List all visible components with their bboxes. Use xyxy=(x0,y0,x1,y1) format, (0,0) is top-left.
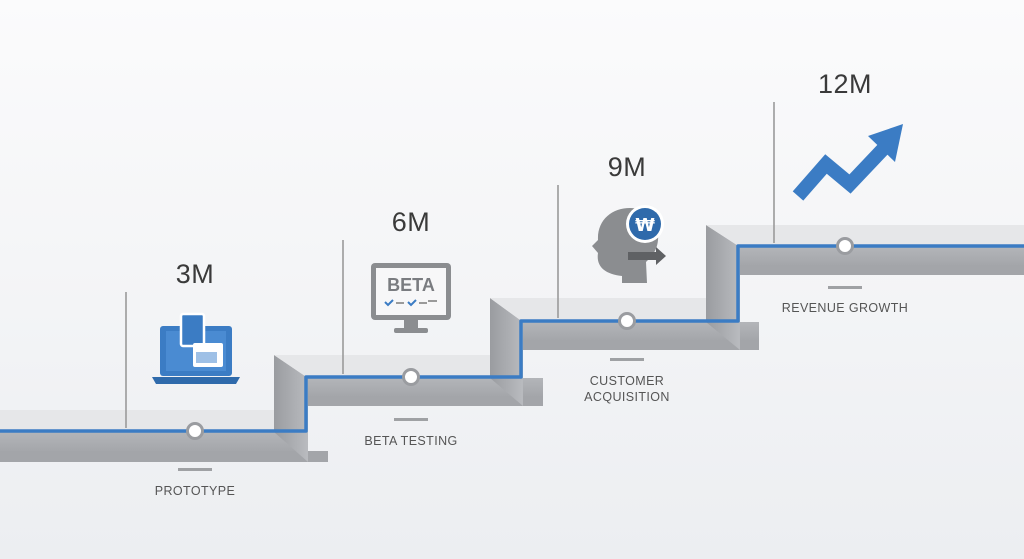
beta-monitor-icon: BETA xyxy=(371,263,451,333)
stage-label-1: PROTOTYPE xyxy=(155,483,235,499)
stage-value-2: 6M xyxy=(391,207,431,237)
milestone-dot-4 xyxy=(836,237,854,255)
label-dash-3 xyxy=(610,358,644,361)
milestone-dot-3 xyxy=(618,312,636,330)
won-icon-text: ₩ xyxy=(635,215,655,236)
stage-label-2-line-1: BETA TESTING xyxy=(364,434,458,448)
laptop-icon xyxy=(152,312,240,384)
riser-2 xyxy=(490,298,523,406)
progress-line xyxy=(0,244,1024,433)
milestone-dot-1 xyxy=(186,422,204,440)
label-dash-2 xyxy=(394,418,428,421)
beta-icon-text: BETA xyxy=(387,275,435,295)
label-dash-4 xyxy=(828,286,862,289)
step-2 xyxy=(274,355,543,406)
stage-label-4: REVENUE GROWTH xyxy=(782,300,908,316)
step-1 xyxy=(0,410,328,462)
step-4 xyxy=(706,225,1024,275)
stage-value-3: 9M xyxy=(607,152,647,182)
stage-label-2: BETA TESTING xyxy=(364,433,457,449)
stage-value-1: 3M xyxy=(175,259,215,289)
trend-arrow-icon xyxy=(792,124,903,201)
riser-3 xyxy=(706,225,740,350)
riser-1 xyxy=(274,355,308,462)
stage-value-4: 12M xyxy=(817,69,873,99)
stage-label-1-line-1: PROTOTYPE xyxy=(154,484,236,498)
stage-label-3-line-2: ACQUISITION xyxy=(584,390,670,404)
head-won-icon: ₩ xyxy=(592,205,666,283)
stage-label-3-line-1: CUSTOMER xyxy=(589,374,665,388)
stage-label-3: CUSTOMER ACQUISITION xyxy=(584,373,670,405)
milestone-dot-2 xyxy=(402,368,420,386)
step-3 xyxy=(490,298,759,350)
label-dash-1 xyxy=(178,468,212,471)
stage-label-4-line-1: REVENUE GROWTH xyxy=(781,301,909,315)
